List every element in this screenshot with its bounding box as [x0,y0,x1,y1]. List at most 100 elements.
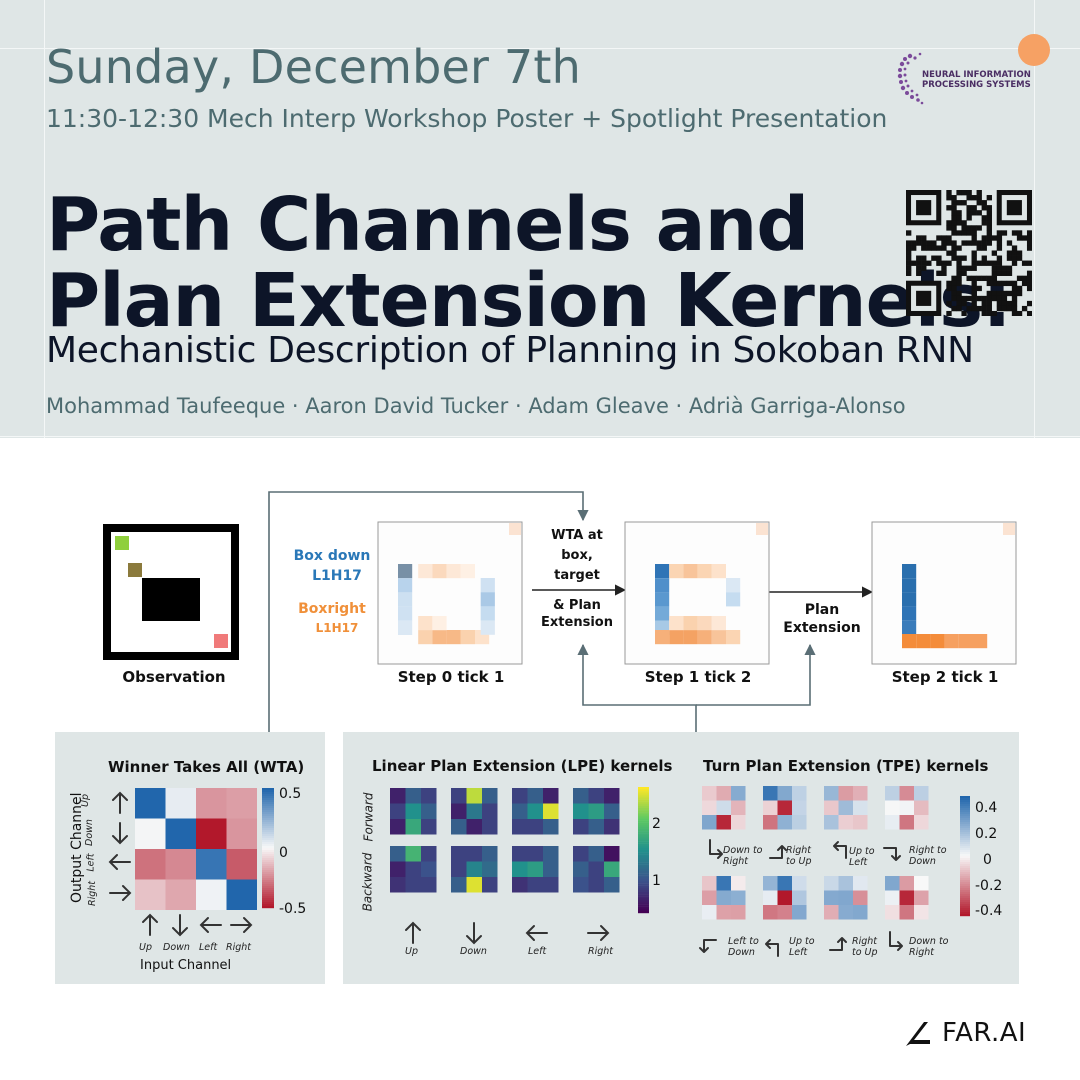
lpe-cell [588,877,604,893]
tpe-cb-tick-0: 0 [983,852,992,868]
wta-colorbar-step [262,848,274,851]
qr-module [946,240,952,246]
step0-label: Step 0 tick 1 [397,668,505,686]
tpe-label-top4a: Right to [909,845,947,856]
qr-module [1016,250,1023,256]
qr-module [996,280,1003,287]
wta-ylabel: Output Channel [69,792,85,903]
step0-cell [432,616,447,631]
wta-colorbar-step [262,822,274,825]
tpe-label-bot2a: Up to [789,936,815,947]
qr-module [971,290,977,297]
tpe-cell [792,800,807,815]
header-banner: Sunday, December 7th 11:30-12:30 Mech In… [0,0,1080,438]
lpe-cell [451,819,467,835]
tpe-cell [853,890,868,905]
tpe-colorbar-step [960,808,970,811]
tpe-cell [763,905,778,920]
plan-extension-line2: Extension [783,620,861,636]
lpe-cell [573,877,589,893]
grid-line [0,436,1080,437]
wta-colorbar-step [262,860,274,863]
wta-col-left-icon-path [199,917,222,933]
wta-colorbar-step [262,898,274,901]
lpe-cell [421,846,437,862]
qr-module [956,190,962,196]
wta-colorbar-step [262,900,274,903]
step-corner [756,523,768,535]
step1-cell [655,578,670,593]
wta-col-label-up: Up [139,942,152,953]
qr-module [951,245,957,251]
wta-arrow-line2: box, [561,548,593,563]
qr-module [1001,280,1008,287]
qr-module [1011,280,1018,287]
tpe-down-right-icon-2 [889,931,903,951]
qr-module [981,200,987,206]
step0-cell [460,630,475,645]
tpe-label-top2b: to Up [786,856,812,867]
step2-cell [916,634,931,649]
wta-colorbar-step [262,800,274,803]
qr-module [941,265,947,271]
qr-module [991,290,998,297]
qr-module [941,270,947,276]
lpe-colorbar-step [638,837,649,840]
qr-module [976,295,982,302]
qr-module [911,240,917,246]
tpe-label-top1b: Right [723,856,749,867]
qr-module [1001,270,1008,276]
qr-module [1016,230,1023,236]
wta-row-right-icon [109,885,132,901]
direction-arrow-glyphs [108,791,903,957]
tpe-cell [824,800,839,815]
qr-module [926,260,932,266]
tpe-cell [777,876,792,891]
wta-colorbar-step [262,892,274,895]
wta-colorbar-step [262,846,274,849]
qr-module [921,265,927,271]
qr-code-icon[interactable] [906,190,1032,316]
step2-cell [902,592,917,607]
qr-module [981,275,987,282]
tpe-colorbar-step [960,820,970,823]
lpe-colorbar-step [638,805,649,809]
qr-module [951,225,957,231]
tpe-colorbar-step [960,836,970,839]
qr-module [951,205,957,211]
qr-module [1026,270,1032,276]
wta-cb-tick-mid: 0 [279,845,288,861]
wta-cell [165,788,196,819]
qr-module [1026,260,1032,266]
qr-module [976,210,982,216]
qr-module [946,205,952,211]
lpe-cell [512,877,528,893]
grid-line [1034,0,1035,438]
qr-module [1006,305,1013,312]
tpe-label-bot4b: Right [909,947,935,958]
step2-cell [902,606,917,621]
qr-module [941,260,947,266]
qr-module [991,280,998,287]
tpe-cell [885,815,900,830]
wta-cell [196,818,227,849]
qr-module [966,295,972,302]
qr-module [961,265,967,271]
tpe-cell [792,786,807,801]
lpe-cell [390,803,406,819]
tpe-colorbar-step [960,852,970,855]
lpe-cell [482,803,498,819]
wta-col-up-icon [142,913,158,936]
qr-module [1016,275,1023,282]
lpe-cell [543,877,559,893]
tpe-cell [763,815,778,830]
qr-module [1021,235,1028,241]
qr-module [976,190,982,196]
qr-module [971,235,977,241]
qr-module [971,295,977,302]
lpe-colorbar-step [638,858,649,861]
qr-module [1026,300,1032,307]
qr-module [951,295,957,302]
neurips-logo: NEURAL INFORMATION PROCESSING SYSTEMS [896,48,1046,108]
wta-row-left-icon [108,854,131,870]
